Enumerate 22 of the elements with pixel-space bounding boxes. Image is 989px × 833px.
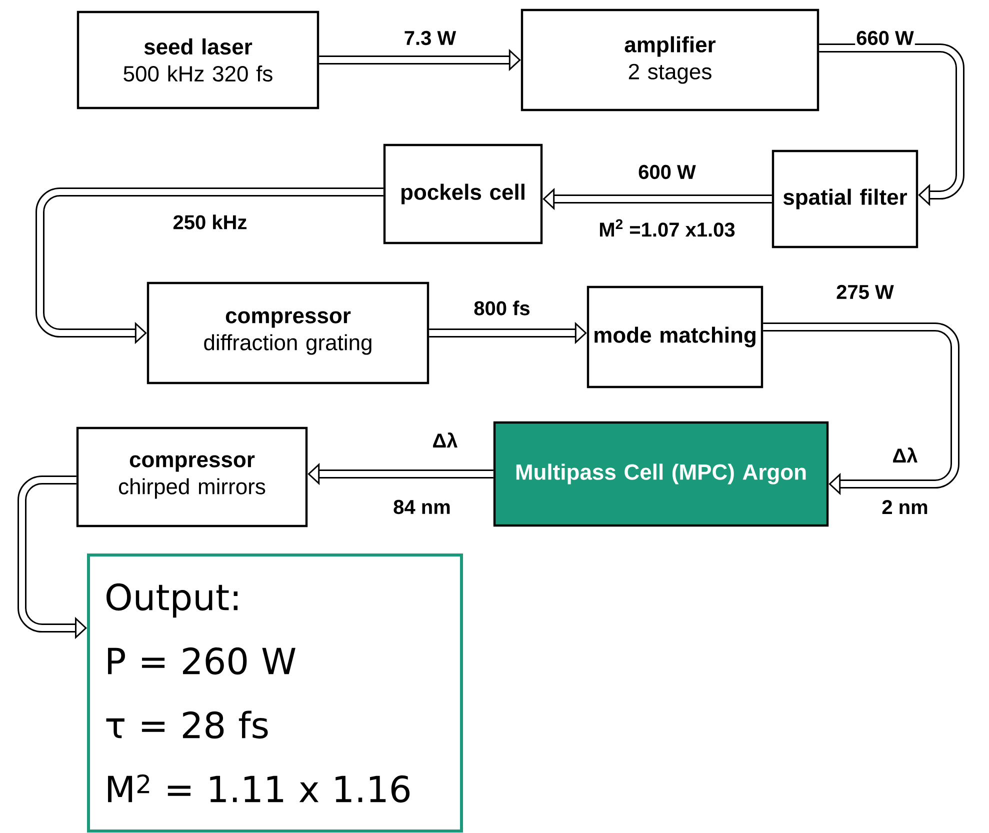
process-box: Multipass Cell (MPC) Argon: [493, 421, 829, 527]
annotation: Δλ: [431, 432, 459, 448]
edge-label: 800 fs: [472, 300, 532, 316]
annotation: M$^{2}$ =1.07 x1.03: [598, 218, 736, 238]
process-box: amplifier 2 stages: [520, 8, 820, 112]
annotation: Δλ: [891, 446, 919, 464]
arrow: [819, 44, 964, 206]
edge-label: 84 nm: [392, 498, 452, 516]
process-box: spatial filter: [772, 150, 918, 248]
process-box: pockels cell: [383, 144, 543, 244]
process-box: compressor diffraction grating: [146, 282, 430, 384]
process-box: compressor chirped mirrors: [76, 426, 308, 528]
edge-label: 600 W: [637, 164, 697, 180]
annotation: 2 nm: [880, 499, 930, 515]
arrow: [763, 322, 960, 496]
process-box: mode matching: [586, 286, 764, 388]
edge-label: 250 kHz: [172, 214, 248, 230]
edge-label: 7.3 W: [402, 30, 458, 46]
edge-label: 275 W: [835, 284, 895, 300]
output-box: Output: P = 260 W τ = 28 fs M$^{2}$ = 1.11 x 1.16: [87, 554, 463, 832]
edge-label: 660 W: [855, 30, 915, 46]
process-box: seed laser 500 kHz 320 fs: [76, 10, 320, 110]
